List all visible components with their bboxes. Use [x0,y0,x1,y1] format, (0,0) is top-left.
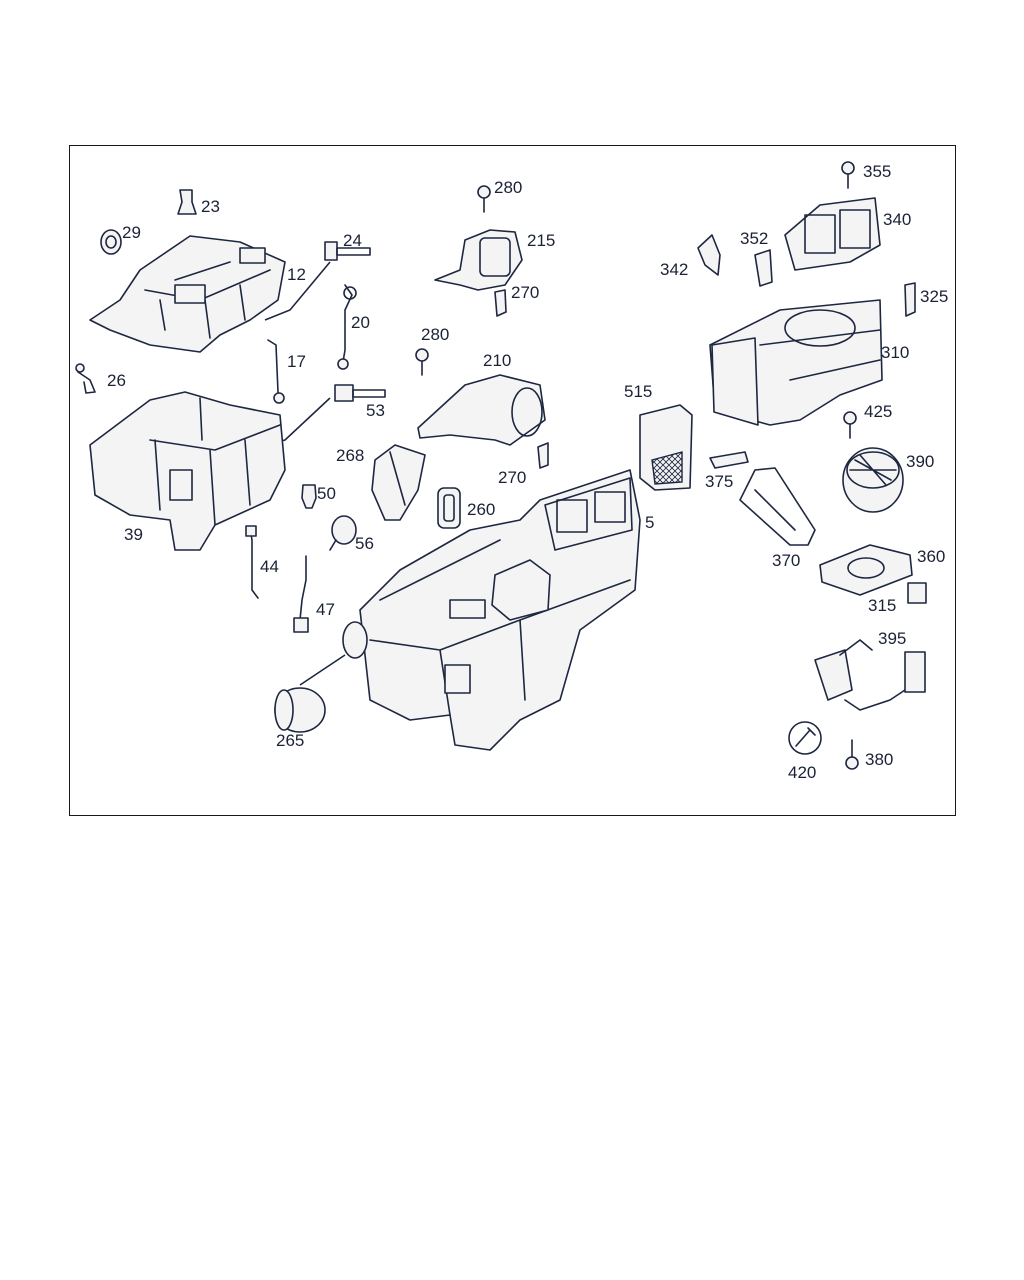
callout-380: 380 [865,750,893,769]
part-340-filter-housing [784,197,881,271]
part-425-screw [843,411,857,439]
part-342-flap [697,234,721,276]
callout-29: 29 [122,223,141,242]
callout-260: 260 [467,500,495,519]
part-56-sensor [329,515,357,551]
part-20-sensor [337,284,357,370]
callout-5: 5 [645,513,654,532]
callout-20: 20 [351,313,370,332]
part-26-bracket [75,363,96,394]
part-12-upper-housing [89,235,286,353]
part-23-clip [177,189,197,215]
part-315-connector [907,582,927,604]
part-420-tool-icon [788,721,822,755]
part-260-seal [437,487,461,529]
part-53-actuator [334,384,386,402]
leader-24 [264,261,331,321]
callout-310: 310 [881,343,909,362]
callout-280-mid: 280 [421,325,449,344]
part-395-wiring [814,639,926,711]
part-280-screw-b [477,185,491,213]
callout-390: 390 [906,452,934,471]
part-352-clip [754,249,773,287]
callout-375: 375 [705,472,733,491]
callout-50: 50 [317,484,336,503]
part-280-screw-a [415,348,429,376]
callout-23: 23 [201,197,220,216]
part-44-rod [245,525,259,599]
callout-360: 360 [917,547,945,566]
callout-352: 352 [740,229,768,248]
part-390-blower-motor [842,447,904,513]
callout-340: 340 [883,210,911,229]
callout-53: 53 [366,401,385,420]
part-29-grommet [100,229,122,255]
callout-17: 17 [287,352,306,371]
callout-355: 355 [863,162,891,181]
callout-44: 44 [260,557,279,576]
part-47-sensor [293,555,309,633]
callout-280-top: 280 [494,178,522,197]
callout-39: 39 [124,525,143,544]
callout-315: 315 [868,596,896,615]
leader-265 [299,654,346,686]
callout-12: 12 [287,265,306,284]
callout-56: 56 [355,534,374,553]
part-270-clip-a [494,289,507,317]
callout-342: 342 [660,260,688,279]
part-380-screw [845,739,859,770]
part-265-foam-plug [274,687,326,733]
callout-270-mid: 270 [498,468,526,487]
callout-425: 425 [864,402,892,421]
part-17-rod [267,339,285,404]
part-39-lower-housing [89,391,286,551]
part-5-main-unit [342,469,641,751]
callout-268: 268 [336,446,364,465]
part-360-fan-cover [819,544,913,596]
callout-270-top: 270 [511,283,539,302]
callout-265: 265 [276,731,304,750]
part-210-duct [417,374,546,446]
callout-420: 420 [788,763,816,782]
part-370-frame [739,467,816,546]
part-270-clip-b [537,442,549,469]
part-50-clip [301,484,317,509]
callout-210: 210 [483,351,511,370]
part-310-blower-housing [709,299,883,426]
part-215-outlet [434,229,523,291]
part-515-filter [639,404,693,491]
callout-325: 325 [920,287,948,306]
callout-24: 24 [343,231,362,250]
part-268-duct [371,444,426,521]
callout-515: 515 [624,382,652,401]
callout-26: 26 [107,371,126,390]
part-355-screw [841,161,855,189]
callout-370: 370 [772,551,800,570]
part-325-clip [904,282,916,317]
callout-47: 47 [316,600,335,619]
part-24-valve [324,241,371,261]
part-375-bracket [709,451,749,469]
callout-215: 215 [527,231,555,250]
callout-395: 395 [878,629,906,648]
